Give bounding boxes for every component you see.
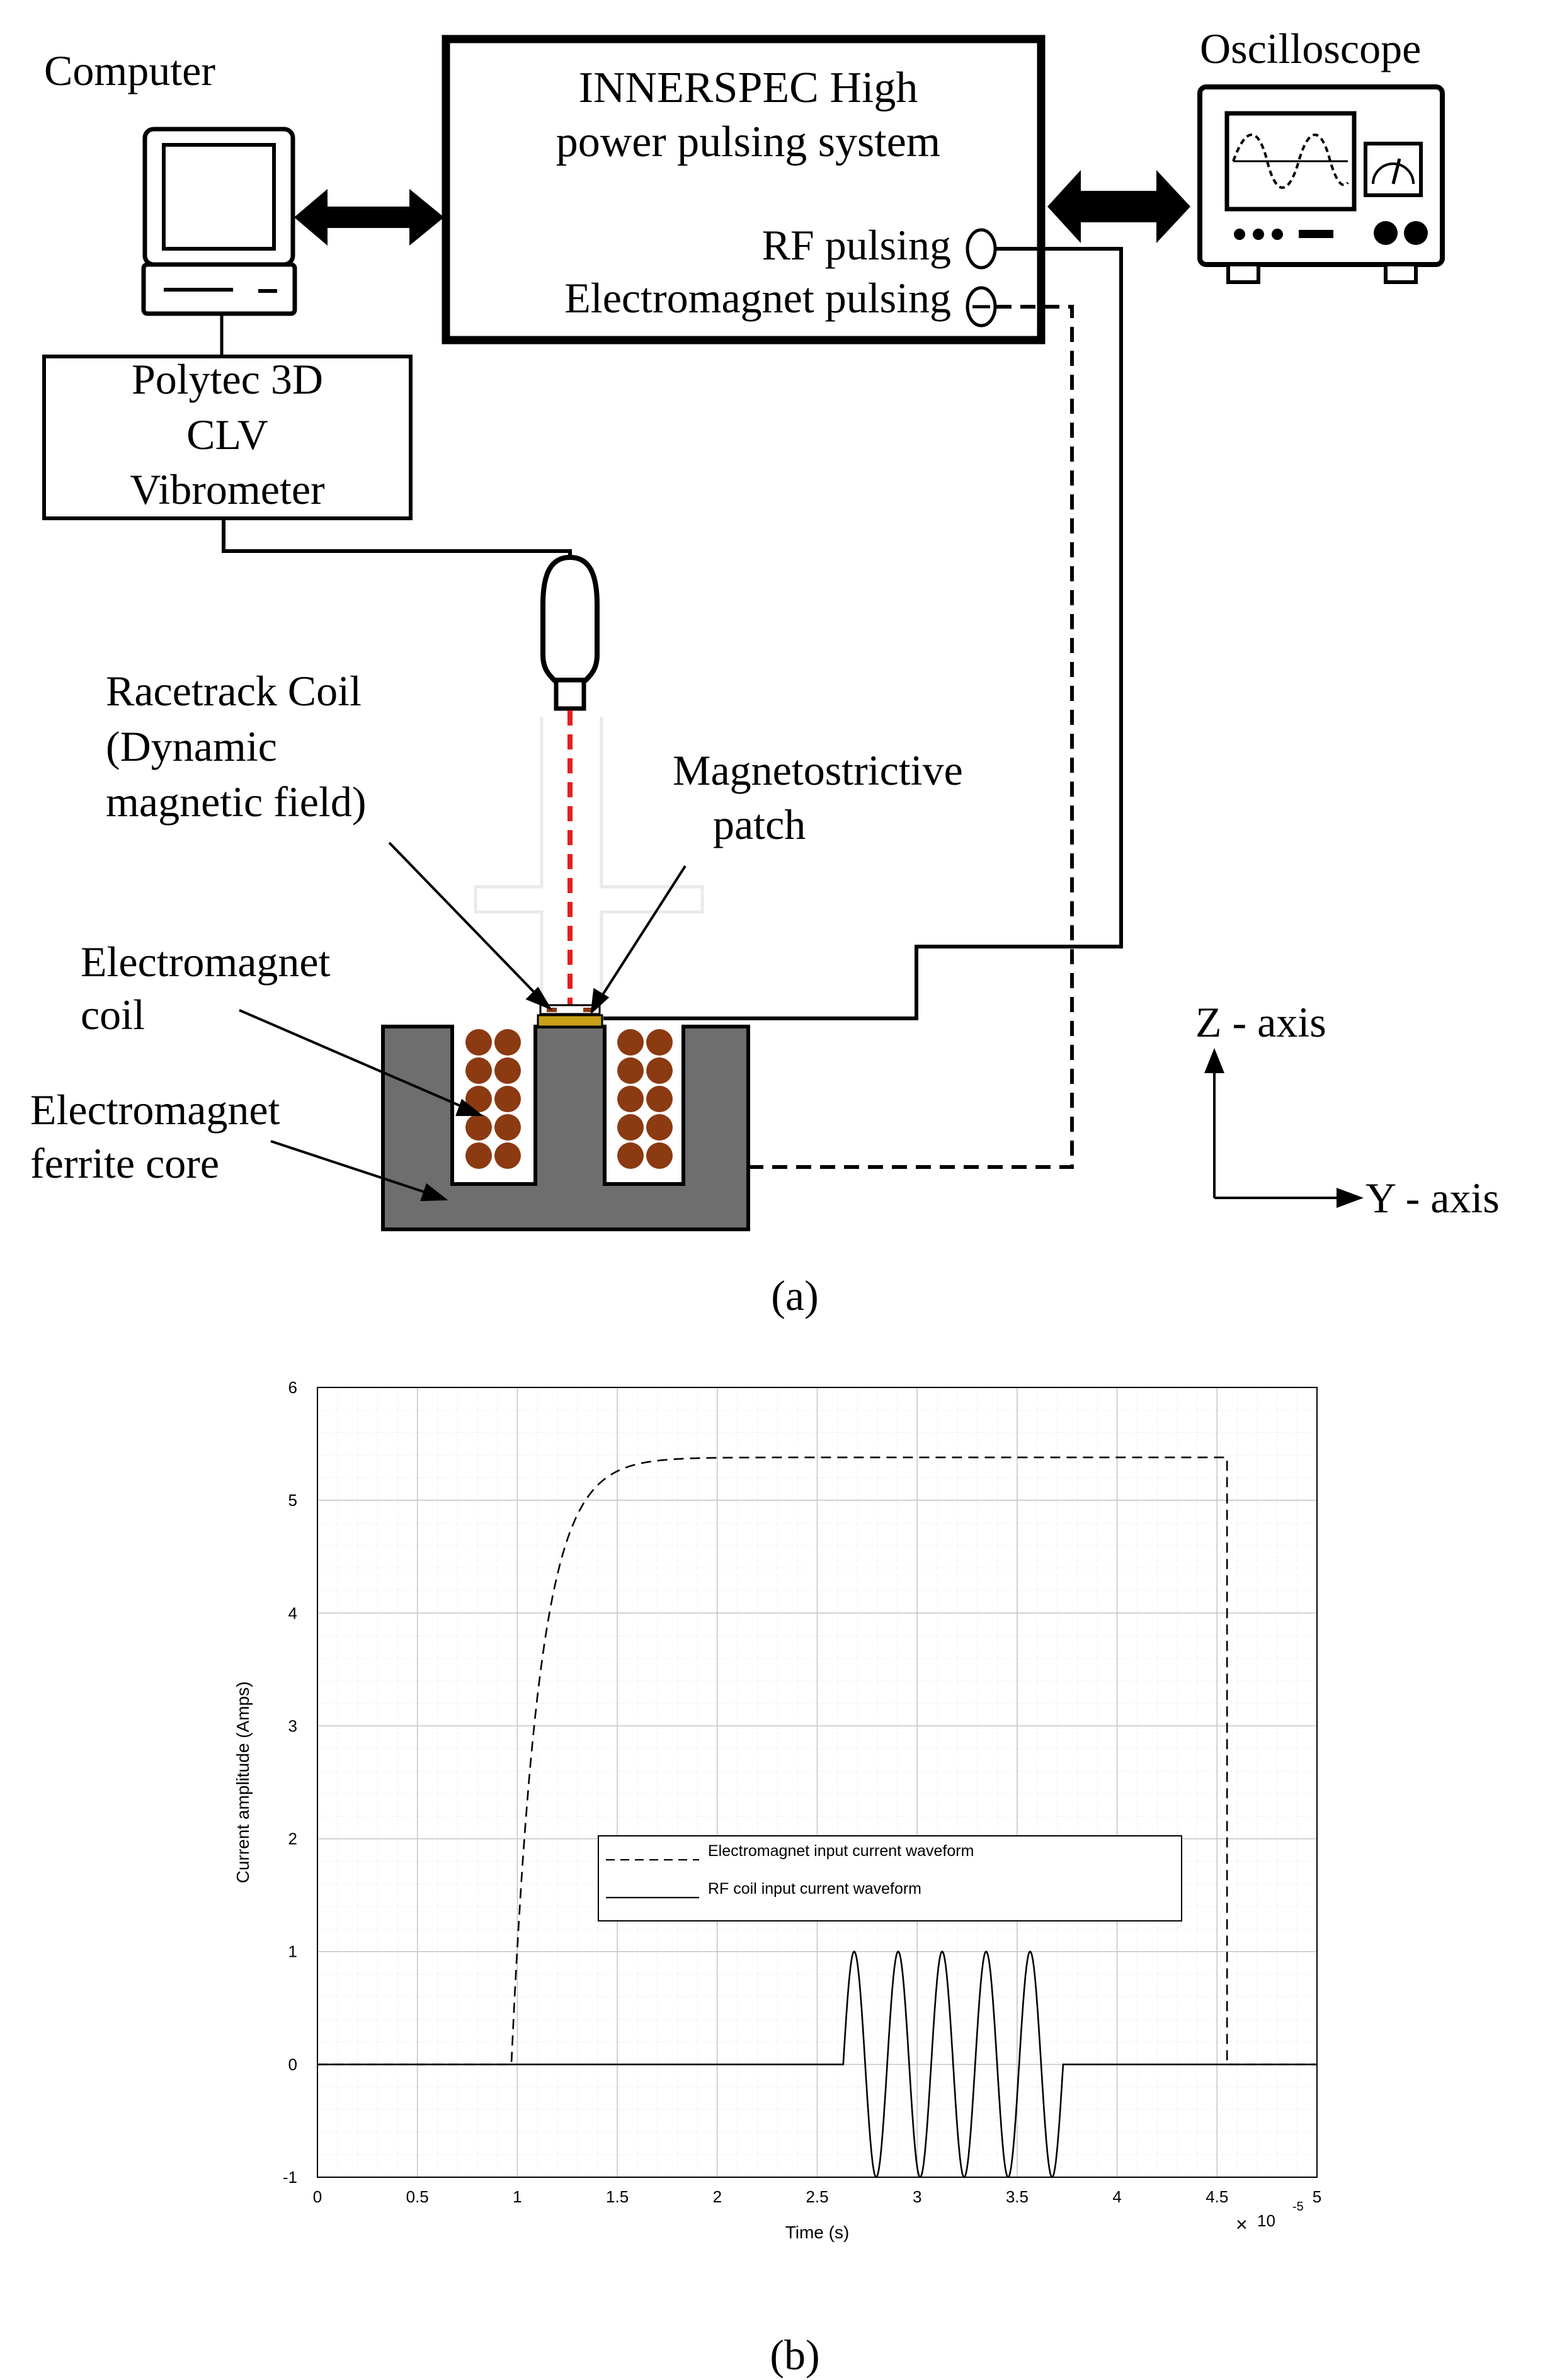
y-tick-label: 4 xyxy=(288,1603,297,1622)
rf-cable xyxy=(603,247,1123,1020)
em-coil-label-line1: Electromagnet xyxy=(81,938,331,986)
x-tick-label: 3 xyxy=(913,2187,921,2206)
pulser-title-line2: power pulsing system xyxy=(556,118,941,166)
core-label-line2: ferrite core xyxy=(30,1139,219,1187)
racetrack-label-line1: Racetrack Coil xyxy=(106,667,362,715)
y-tick-label: 2 xyxy=(288,1830,297,1848)
computer-pulser-double-arrow xyxy=(294,189,444,246)
x-tick-label: 4 xyxy=(1112,2187,1121,2206)
waveform-chart: 0 0.5 1 1.5 2 2.5 3 3.5 4 4.5 5 -1 0 1 2 3 4 5 6 Time (s)… xyxy=(233,1378,1321,2379)
legend-box xyxy=(598,1835,1182,1922)
patch-label-line1: Magnetostrictive xyxy=(673,746,963,794)
vibrometer-line1: Polytec 3D xyxy=(132,355,323,403)
oscilloscope-icon xyxy=(1197,84,1445,284)
electromagnet-waveform-line xyxy=(317,1456,1317,2066)
y-tick-label: 1 xyxy=(288,1942,297,1961)
x-tick-label: 0.5 xyxy=(406,2187,429,2206)
legend-entry-rf: RF coil input current waveform xyxy=(708,1880,921,1898)
x-axis-title: Time (s) xyxy=(785,2223,850,2242)
z-axis-arrow-icon xyxy=(1204,1048,1224,1073)
oscilloscope-label: Oscilloscope xyxy=(1200,25,1421,72)
rf-port-icon xyxy=(966,228,997,270)
ferrite-core xyxy=(381,1025,750,1231)
setup-schematic: Computer INNERSPEC High power pulsing sy… xyxy=(30,25,1500,1319)
x-exponent-times: × xyxy=(1236,2213,1248,2236)
pulser-box xyxy=(442,35,1046,344)
x-exponent-base: 10 xyxy=(1257,2211,1275,2230)
x-tick-label: 1.5 xyxy=(606,2187,629,2206)
x-tick-label: 3.5 xyxy=(1006,2187,1029,2206)
laser-head-icon xyxy=(540,554,600,711)
x-tick-label: 2 xyxy=(713,2187,722,2206)
y-tick-label: 0 xyxy=(288,2055,297,2074)
rf-waveform-line xyxy=(317,1950,1317,2178)
y-tick-labels: -1 0 1 2 3 4 5 6 xyxy=(283,1378,297,2187)
series-lines xyxy=(317,1456,1317,2178)
vibrometer-line2: CLV xyxy=(186,411,268,458)
x-tick-label: 2.5 xyxy=(806,2187,828,2206)
core-label-line1: Electromagnet xyxy=(30,1086,280,1134)
racetrack-label-line2: (Dynamic xyxy=(106,722,277,770)
legend-entry-electromagnet: Electromagnet input current waveform xyxy=(708,1842,974,1860)
y-tick-label: 3 xyxy=(288,1716,297,1735)
magnetostrictive-patch xyxy=(537,1014,603,1028)
electromagnet-cable xyxy=(748,305,1074,1169)
y-tick-label: 5 xyxy=(288,1491,297,1510)
x-axis-exponent: × 10 -5 xyxy=(1236,2200,1304,2236)
electromagnet-coil-windings xyxy=(465,1029,673,1169)
x-tick-label: 1 xyxy=(513,2187,522,2206)
y-axis-title: Current amplitude (Amps) xyxy=(233,1682,253,1884)
y-tick-label: -1 xyxy=(283,2168,297,2187)
patch-label-line2: patch xyxy=(713,800,806,848)
x-tick-label: 5 xyxy=(1313,2187,1321,2206)
pulser-oscilloscope-double-arrow xyxy=(1047,170,1190,243)
computer-icon xyxy=(141,127,297,316)
z-axis-label: Z - axis xyxy=(1195,998,1326,1046)
rf-pulsing-label: RF pulsing xyxy=(762,221,951,269)
x-tick-label: 0 xyxy=(313,2187,322,2206)
racetrack-label-line3: magnetic field) xyxy=(106,778,366,826)
plot-frame xyxy=(317,1387,1318,2178)
chart-legend: Electromagnet input current waveform RF … xyxy=(598,1835,1182,1922)
vibrometer-box xyxy=(42,355,413,520)
x-exponent-power: -5 xyxy=(1292,2200,1304,2214)
y-axis-label: Y - axis xyxy=(1365,1174,1500,1222)
axes-indicator: Z - axis Y - axis xyxy=(1195,998,1500,1222)
y-axis-arrow-icon xyxy=(1337,1188,1364,1208)
pulser-title-line1: INNERSPEC High xyxy=(579,64,918,112)
y-tick-label: 6 xyxy=(288,1378,297,1397)
x-tick-labels: 0 0.5 1 1.5 2 2.5 3 3.5 4 4.5 5 xyxy=(313,2187,1321,2206)
em-coil-label-line2: coil xyxy=(81,991,145,1039)
pointer-arrows xyxy=(239,841,687,1202)
x-tick-label: 4.5 xyxy=(1206,2187,1228,2206)
panel-a-label: (a) xyxy=(771,1272,818,1319)
computer-label: Computer xyxy=(44,47,215,94)
em-pulsing-label: Electromagnet pulsing xyxy=(564,274,951,322)
panel-b-label: (b) xyxy=(770,2331,819,2379)
vibrometer-line3: Vibrometer xyxy=(130,465,325,513)
fixture-outline xyxy=(474,717,704,1001)
vibrometer-head-cable xyxy=(222,518,572,557)
